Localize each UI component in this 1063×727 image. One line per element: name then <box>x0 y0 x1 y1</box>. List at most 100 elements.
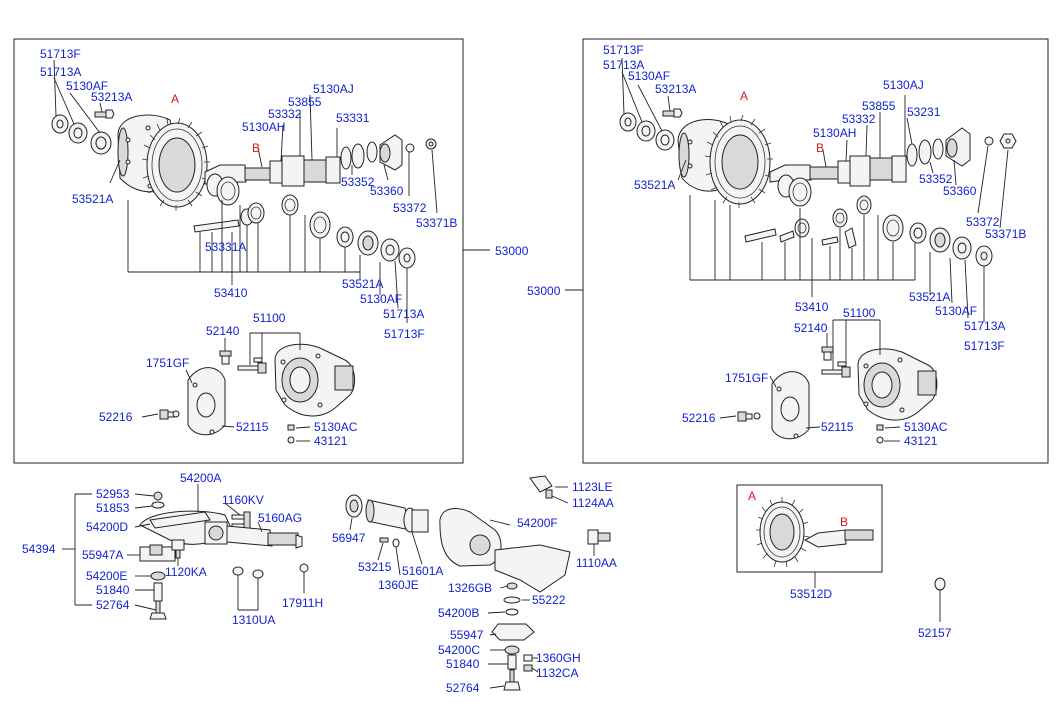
label-51713F-top-right: 51713F <box>603 43 644 57</box>
bottom-middle-drawing <box>345 475 611 691</box>
label-43121: 43121 <box>314 434 348 448</box>
label-1124AA: 1124AA <box>572 496 614 510</box>
right-group-labels: 51713F 51713A 5130AF 53213A A 5130AJ 538… <box>527 43 1026 448</box>
label-53215: 53215 <box>358 560 392 574</box>
label-1310UA: 1310UA <box>232 613 275 627</box>
label-5130AH: 5130AH <box>242 120 285 134</box>
bottom-right-leaders <box>814 572 941 622</box>
right-group-leaders <box>565 57 1009 442</box>
bottom-middle-labels: 1123LE 1124AA 56947 54200F 53215 51601A … <box>332 480 617 695</box>
label-53512D: 53512D <box>790 587 832 601</box>
label-52115: 52115 <box>236 420 269 434</box>
label-1360JE: 1360JE <box>378 578 419 592</box>
label-5130AJ: 5130AJ <box>313 82 354 96</box>
bottom-middle-leaders <box>349 486 595 689</box>
label-53410: 53410 <box>214 286 248 300</box>
label-1110AA: 1110AA <box>576 556 617 570</box>
label-5130AF-bottom: 5130AF <box>360 292 402 306</box>
label-43121-right: 43121 <box>904 434 938 448</box>
label-53372: 53372 <box>393 201 427 215</box>
label-53331: 53331 <box>336 111 370 125</box>
label-1326GB: 1326GB <box>448 581 492 595</box>
label-1751GF: 1751GF <box>146 356 189 370</box>
label-56947: 56947 <box>332 531 366 545</box>
label-54200E: 54200E <box>86 569 127 583</box>
label-53213A: 53213A <box>91 90 132 104</box>
label-53521A-top-right: 53521A <box>634 178 675 192</box>
left-group-leaders <box>53 59 490 442</box>
bottom-right-labels: A B 53512D 52157 <box>748 489 952 640</box>
label-1160KV: 1160KV <box>222 493 264 507</box>
label-5130AF-top-right: 5130AF <box>628 69 670 83</box>
marker-A-set: A <box>748 489 756 503</box>
label-53410-right: 53410 <box>795 300 829 314</box>
label-52140-right: 52140 <box>794 321 828 335</box>
label-53855-right: 53855 <box>862 99 896 113</box>
label-5130AC: 5130AC <box>314 420 358 434</box>
label-51713A-top: 51713A <box>40 65 81 79</box>
label-52157: 52157 <box>918 626 952 640</box>
label-52140: 52140 <box>206 324 240 338</box>
marker-B: B <box>252 141 260 155</box>
label-51713A-bottom-right: 51713A <box>964 319 1005 333</box>
label-51100: 51100 <box>253 311 286 325</box>
label-53000-right: 53000 <box>527 284 561 298</box>
label-51853: 51853 <box>96 501 130 515</box>
marker-A-right: A <box>740 89 748 103</box>
label-54394: 54394 <box>22 542 56 556</box>
marker-B-set: B <box>840 515 848 529</box>
label-52216: 52216 <box>99 410 133 424</box>
label-52216-right: 52216 <box>682 411 716 425</box>
label-53352: 53352 <box>341 175 375 189</box>
label-53371B-right: 53371B <box>985 227 1026 241</box>
label-5160AG: 5160AG <box>258 511 302 525</box>
label-54200B: 54200B <box>438 606 479 620</box>
bottom-right-parts <box>934 577 946 591</box>
label-53332-right: 53332 <box>842 112 876 126</box>
bottom-left-labels: 52953 54200A 51853 1160KV 54200D 5160AG … <box>22 471 323 627</box>
label-53372-right: 53372 <box>966 215 1000 229</box>
bottom-right-drawing <box>756 497 874 568</box>
label-53352-right: 53352 <box>919 172 953 186</box>
label-55222: 55222 <box>532 593 566 607</box>
label-5130AF-top: 5130AF <box>66 79 108 93</box>
label-53360: 53360 <box>370 184 404 198</box>
right-assembly-frame <box>582 38 1049 464</box>
label-5130AH-right: 5130AH <box>813 126 856 140</box>
label-53360-right: 53360 <box>943 184 977 198</box>
label-17911H: 17911H <box>282 596 323 610</box>
label-54200D: 54200D <box>86 520 128 534</box>
label-5130AJ-right: 5130AJ <box>883 78 924 92</box>
label-53331A: 53331A <box>205 240 246 254</box>
label-55947A: 55947A <box>82 548 123 562</box>
bottom-left-leaders <box>62 484 305 611</box>
label-55947: 55947 <box>450 628 484 642</box>
marker-B-right: B <box>816 141 824 155</box>
marker-A: A <box>171 92 179 106</box>
label-1360GH: 1360GH <box>536 651 581 665</box>
label-5130AF-bottom-right: 5130AF <box>935 304 977 318</box>
right-group-drawing <box>619 108 1017 444</box>
label-53521A-top: 53521A <box>72 192 113 206</box>
bottom-left-drawing <box>139 491 309 620</box>
left-group-drawing <box>51 109 437 444</box>
label-53213A-right: 53213A <box>655 82 696 96</box>
label-53855: 53855 <box>288 95 322 109</box>
label-54200F: 54200F <box>517 516 558 530</box>
label-52953: 52953 <box>96 487 130 501</box>
label-1123LE: 1123LE <box>572 480 612 494</box>
label-51601A: 51601A <box>402 564 443 578</box>
label-51713A-top-right: 51713A <box>603 58 644 72</box>
label-51713F-bottom-right: 51713F <box>964 339 1005 353</box>
left-group-labels: 51713F 51713A 5130AF 53213A A 5130AJ 538… <box>40 47 529 448</box>
label-51840-mid: 51840 <box>446 657 480 671</box>
label-51713F-bottom: 51713F <box>384 327 425 341</box>
label-51713F-top: 51713F <box>40 47 81 61</box>
label-52764-mid: 52764 <box>446 681 480 695</box>
label-52115-right: 52115 <box>821 420 854 434</box>
label-1132CA: 1132CA <box>536 666 578 680</box>
label-51840: 51840 <box>96 583 130 597</box>
label-51100-right: 51100 <box>843 306 876 320</box>
label-54200A: 54200A <box>180 471 221 485</box>
